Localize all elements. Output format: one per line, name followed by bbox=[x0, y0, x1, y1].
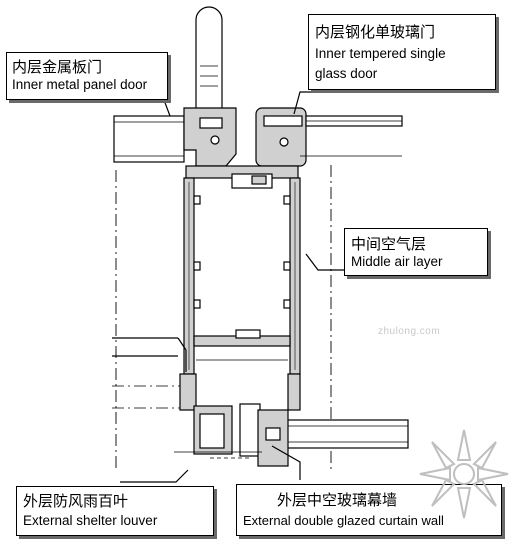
label-middle-air-zh: 中间空气层 bbox=[351, 235, 427, 253]
label-middle-air-en: Middle air layer bbox=[351, 254, 443, 269]
leader-metal-door bbox=[58, 99, 171, 117]
label-glass-door-en-1: Inner tempered single bbox=[315, 46, 446, 61]
door-swing-arc bbox=[195, 6, 223, 108]
label-metal-door-en: Inner metal panel door bbox=[12, 77, 148, 92]
left-door-profile bbox=[183, 107, 237, 167]
label-glass-door-en-2: glass door bbox=[315, 66, 378, 81]
callout-outer-curtain-wall: 外层中空玻璃幕墙 External double glazed curtain … bbox=[236, 484, 502, 536]
watermark-text: zhulong.com bbox=[378, 326, 441, 337]
lower-frame-left bbox=[179, 373, 197, 411]
metal-panel-door bbox=[113, 115, 185, 163]
label-glass-door-zh: 内层钢化单玻璃门 bbox=[315, 23, 436, 41]
callout-inner-glass-door: 内层钢化单玻璃门 Inner tempered single glass doo… bbox=[308, 14, 496, 90]
zhulong-logo-icon bbox=[419, 429, 509, 519]
label-louver-zh: 外层防风雨百叶 bbox=[23, 492, 129, 510]
leader-middle-air bbox=[305, 253, 356, 271]
callout-outer-louver: 外层防风雨百叶 External shelter louver bbox=[16, 486, 214, 536]
callout-inner-metal-door: 内层金属板门 Inner metal panel door bbox=[6, 52, 168, 100]
leader-louver bbox=[120, 469, 189, 483]
callout-middle-air: 中间空气层 Middle air layer bbox=[344, 228, 488, 276]
label-curtain-wall-zh: 外层中空玻璃幕墙 bbox=[277, 491, 398, 509]
leader-glass-door bbox=[293, 91, 398, 115]
label-metal-door-zh: 内层金属板门 bbox=[12, 58, 103, 76]
label-curtain-wall-en: External double glazed curtain wall bbox=[243, 513, 444, 528]
leader-curtain-wall bbox=[271, 445, 301, 480]
lower-frame-right bbox=[287, 373, 301, 411]
label-louver-en: External shelter louver bbox=[23, 513, 158, 528]
